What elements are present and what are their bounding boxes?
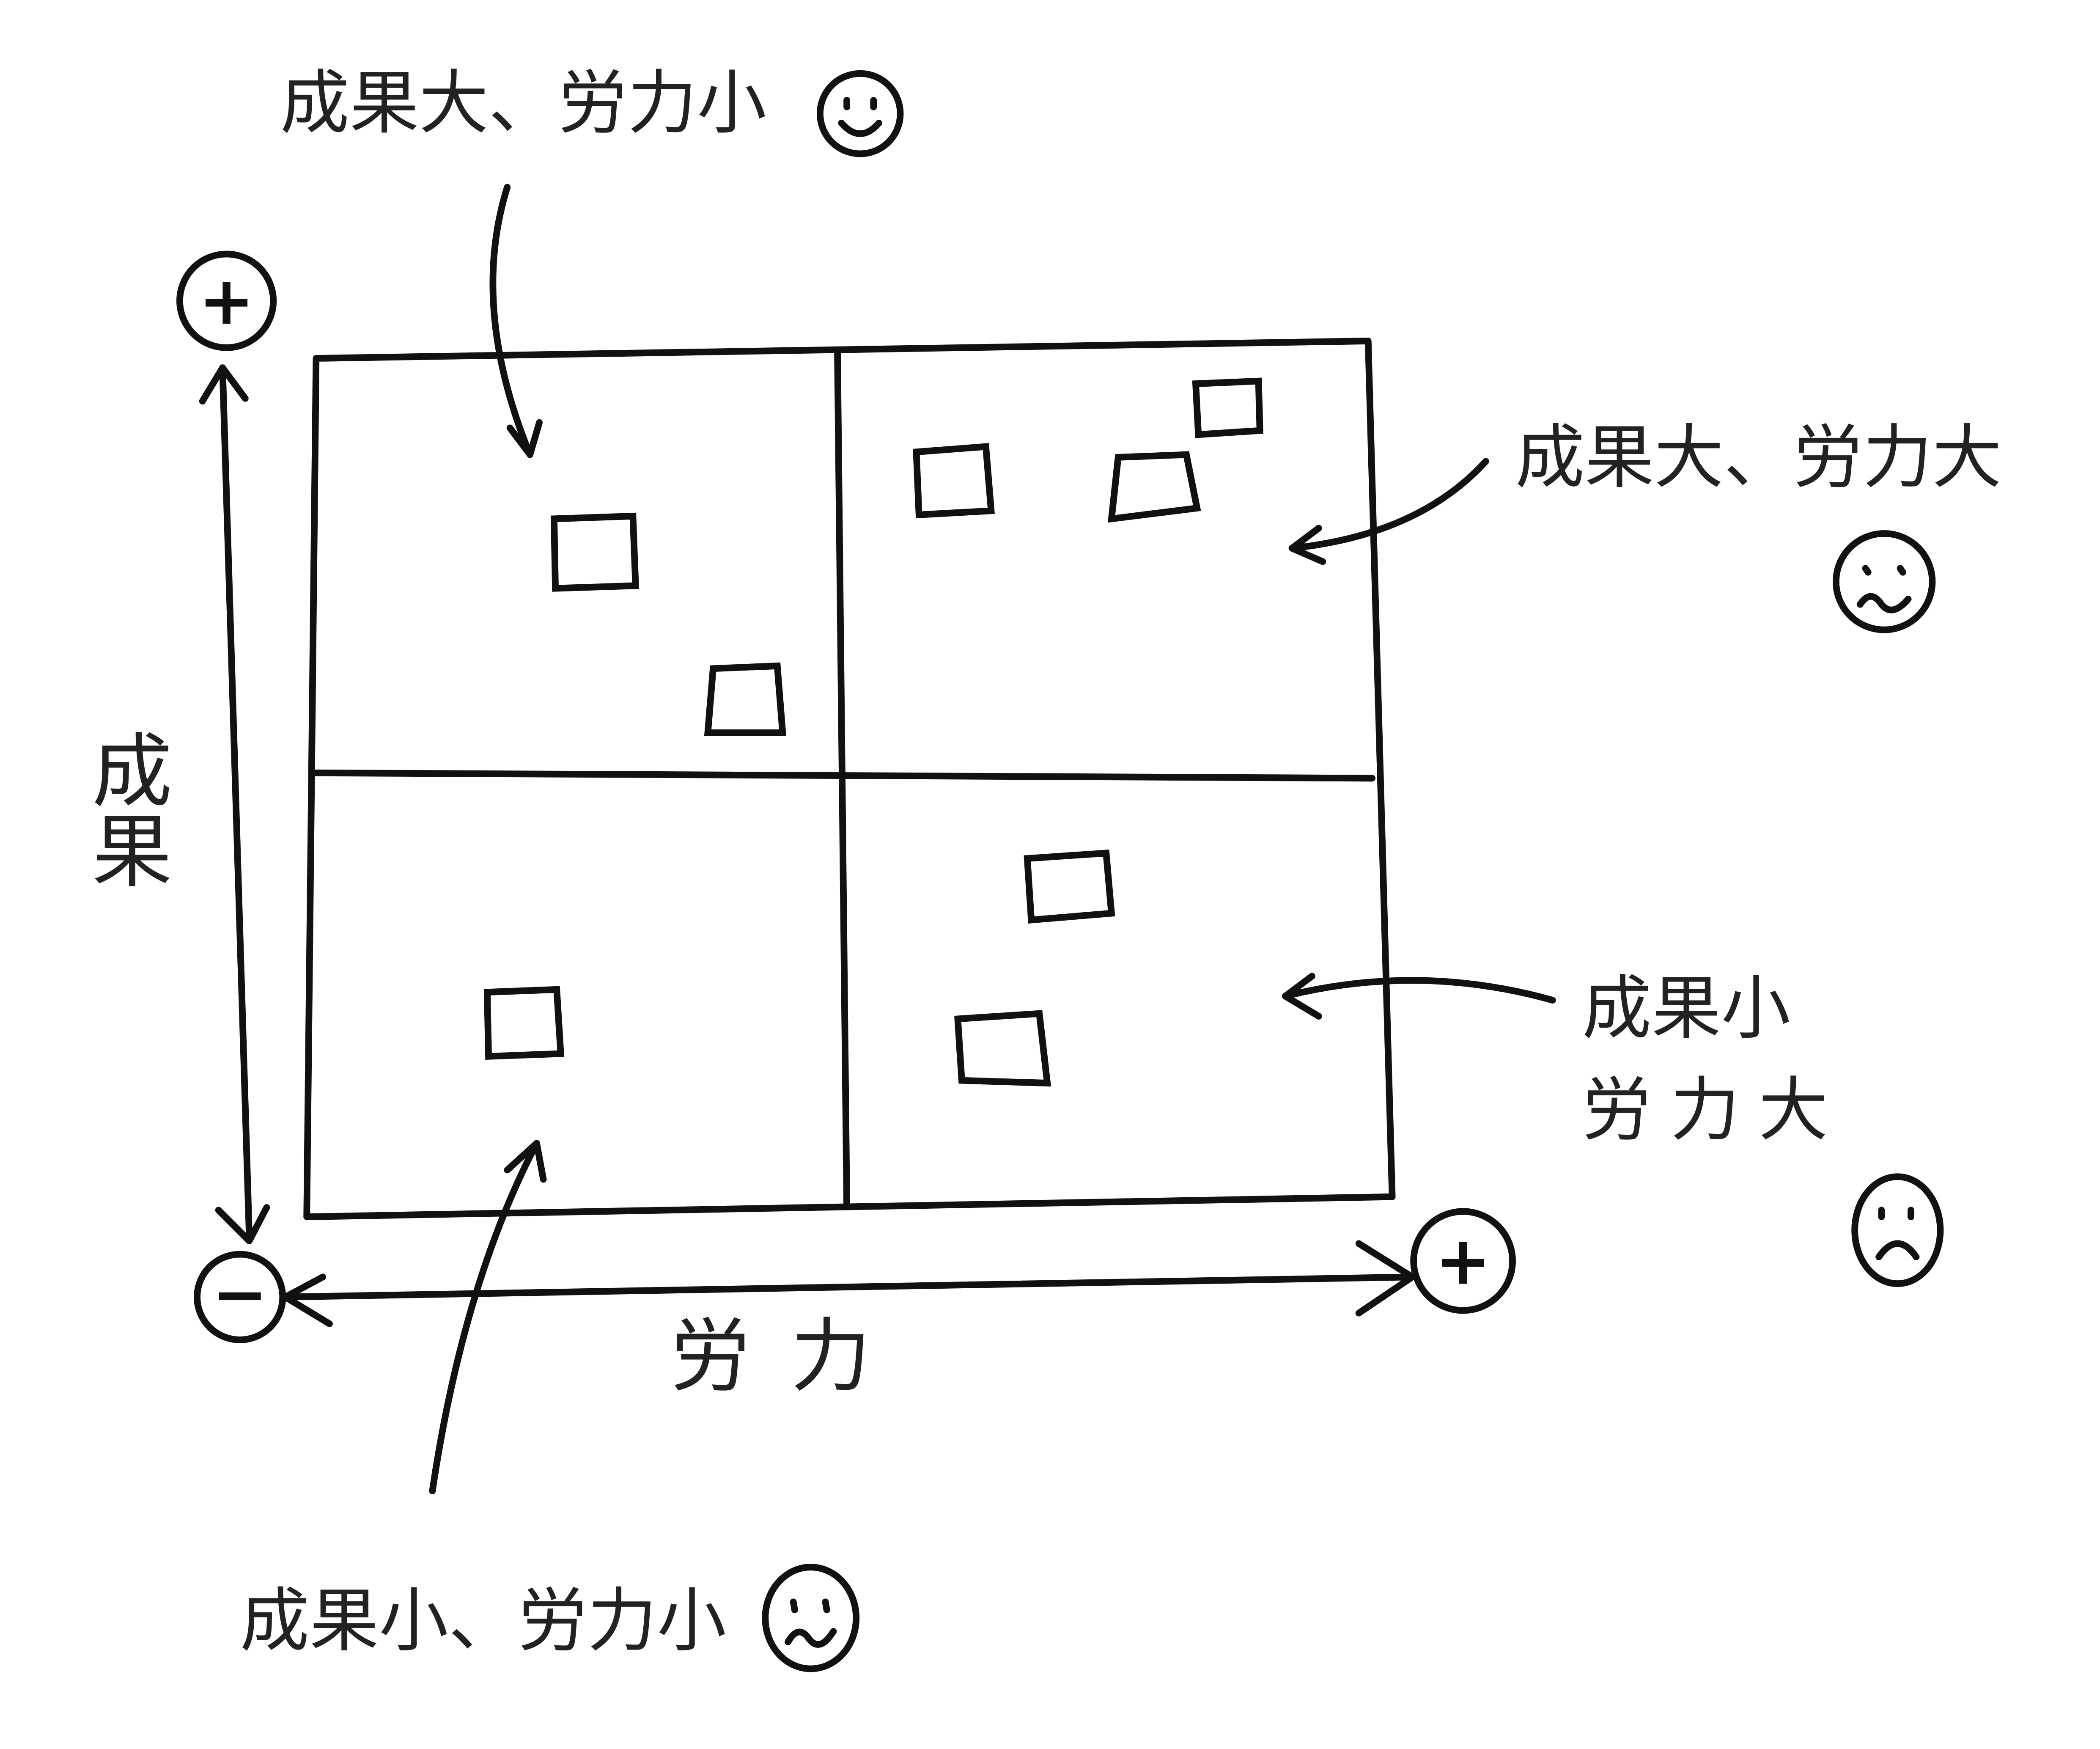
arrow-icon — [1288, 458, 1489, 565]
annotation-bottom-right: 成果小 労力大 — [1282, 968, 1944, 1287]
item-square — [1192, 377, 1263, 438]
y-axis: + 成果 — [78, 250, 277, 1244]
arrow-icon — [489, 184, 543, 458]
wavy-face-icon — [762, 1564, 860, 1672]
matrix-grid — [303, 338, 1396, 1221]
item-square — [954, 1010, 1051, 1087]
items — [483, 377, 1263, 1087]
item-square — [913, 443, 995, 519]
worried-face-icon — [1833, 530, 1936, 633]
svg-text:+: + — [1435, 1222, 1491, 1300]
svg-text:成果小: 成果小 — [1582, 968, 1790, 1049]
annotation-top-right: 成果大、労力大 — [1288, 417, 2002, 633]
item-square — [550, 512, 639, 592]
item-square — [1024, 850, 1115, 924]
minus-icon — [194, 1251, 286, 1343]
svg-text:−: − — [212, 1255, 268, 1333]
svg-text:労力大: 労力大 — [1582, 1069, 1847, 1150]
svg-text:成果小、労力小: 成果小、労力小 — [240, 1580, 726, 1661]
annotation-top-left: 成果大、労力小 — [280, 62, 904, 458]
x-plus-icon — [1410, 1208, 1516, 1314]
item-square — [1107, 451, 1201, 523]
y-axis-label: 成果 — [78, 729, 172, 889]
annotation-bottom-left: 成果小、労力小 — [240, 1140, 860, 1672]
svg-text:成果大、労力小: 成果大、労力小 — [280, 62, 766, 143]
x-axis-label: 労力 — [670, 1309, 911, 1403]
arrow-icon — [1282, 973, 1556, 1020]
arrow-icon — [429, 1140, 547, 1494]
happy-face-icon — [816, 70, 904, 157]
y-plus-icon — [176, 250, 277, 351]
svg-text:+: + — [198, 262, 254, 340]
x-axis: − + 労力 — [194, 1208, 1516, 1403]
sad-face-icon — [1851, 1173, 1944, 1287]
item-square — [483, 986, 565, 1060]
item-square — [704, 662, 786, 736]
svg-text:成果大、労力大: 成果大、労力大 — [1515, 417, 2001, 498]
